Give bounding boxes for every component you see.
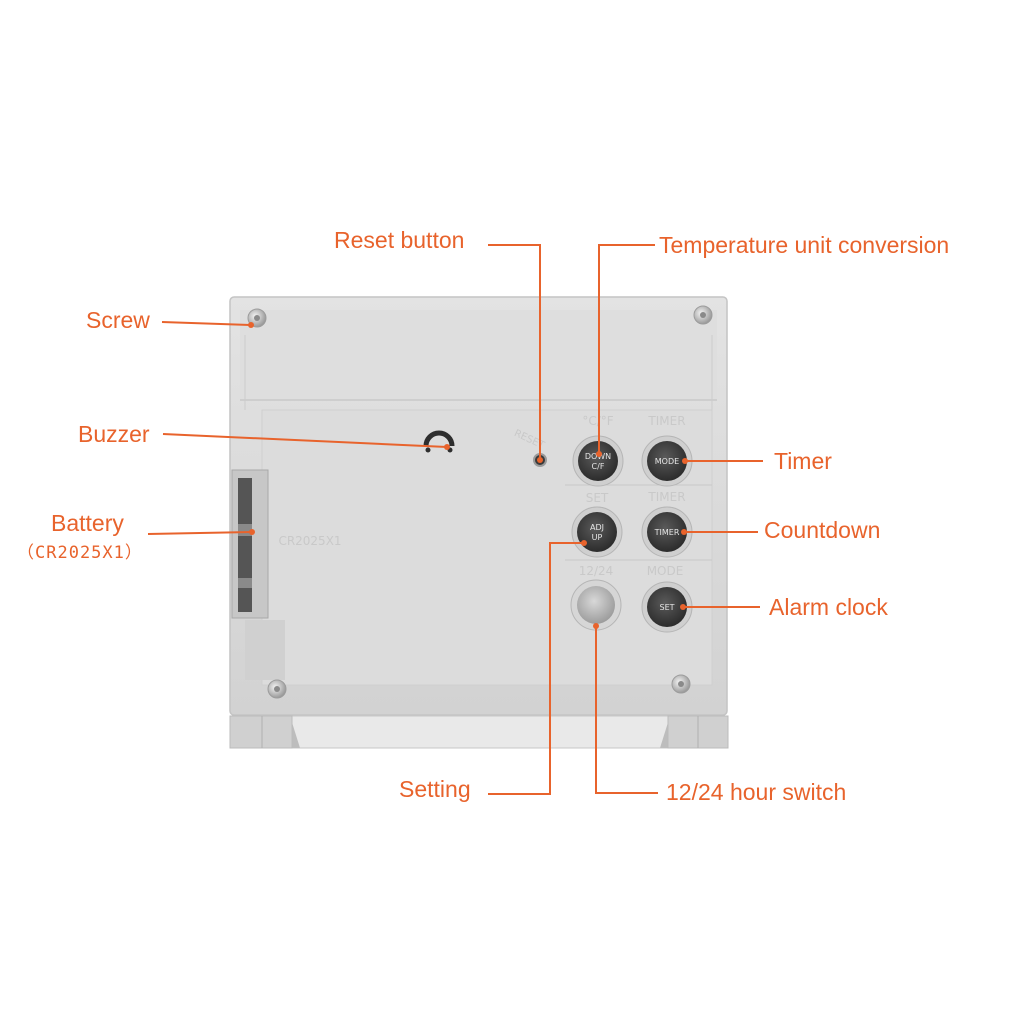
timer-label: Timer (774, 448, 832, 474)
screw-bottom-left (267, 679, 287, 699)
mode-embossed: MODE (647, 564, 684, 578)
screw-top-right (693, 305, 713, 325)
screw-callout-line (161, 321, 251, 326)
hour-switch-callout-line (595, 626, 658, 794)
hour-switch-label: 12/24 hour switch (666, 779, 847, 805)
hinge-left (229, 715, 293, 749)
battery-label: Battery (51, 510, 124, 536)
buzzer-callout-line (162, 433, 448, 448)
buzzer-label: Buzzer (78, 421, 150, 447)
svg-text:MODE: MODE (655, 457, 679, 466)
set-button[interactable]: SET (641, 581, 693, 633)
hour-switch-button[interactable] (570, 579, 622, 631)
temperature-callout-line (598, 244, 655, 452)
timer-button[interactable]: TIMER (641, 506, 693, 558)
mode-button[interactable]: MODE (641, 435, 693, 487)
device-inner-panel (261, 409, 713, 686)
device-top-band (240, 310, 717, 400)
setting-callout-line (488, 542, 584, 795)
screw-label: Screw (86, 307, 150, 333)
battery-callout-line (147, 531, 253, 535)
hour-embossed: 12/24 (579, 564, 614, 578)
hinge-bar (289, 715, 671, 749)
battery-model-label: （CR2025X1） (17, 543, 143, 563)
svg-text:UP: UP (592, 533, 603, 542)
battery-embossed-text: CR2025X1 (278, 534, 341, 548)
svg-text:C/F: C/F (592, 462, 605, 471)
countdown-label: Countdown (764, 517, 881, 543)
screw-bottom-right (671, 674, 691, 694)
alarm-clock-label: Alarm clock (769, 594, 888, 620)
reset-button-label: Reset button (334, 227, 465, 253)
setting-label: Setting (399, 776, 471, 802)
set-embossed: SET (586, 491, 609, 505)
timer-mid-embossed: TIMER (647, 490, 685, 504)
svg-text:ADJ: ADJ (590, 523, 604, 532)
timer-top-embossed: TIMER (647, 414, 685, 428)
adj-up-button[interactable]: ADJ UP (571, 506, 623, 558)
svg-text:TIMER: TIMER (654, 528, 680, 537)
svg-text:SET: SET (659, 603, 674, 612)
reset-callout-line (488, 244, 541, 458)
temperature-conversion-label: Temperature unit conversion (659, 232, 950, 258)
